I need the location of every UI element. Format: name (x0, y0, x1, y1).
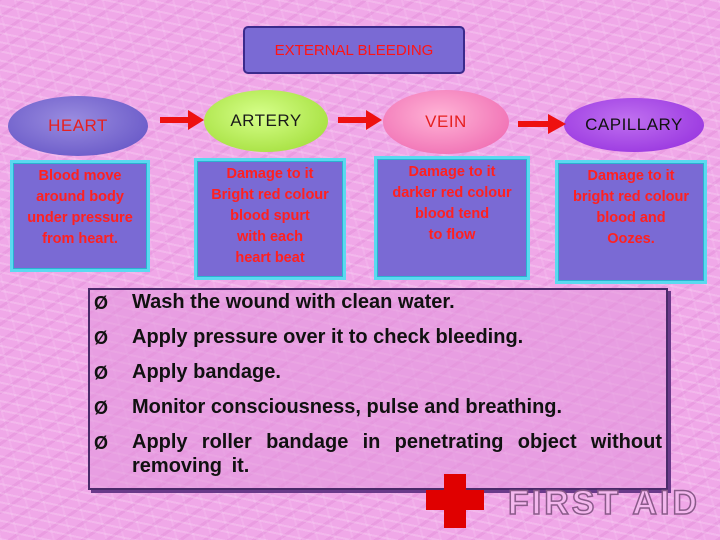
step-text: Apply pressure over it to check bleeding… (132, 326, 524, 348)
list-item: Ø Apply roller bandage in penetrating ob… (0, 430, 700, 478)
description-artery: Damage to it Bright red colour blood spu… (194, 158, 346, 280)
description-capillary: Damage to it bright red colour blood and… (555, 160, 707, 284)
bullet-arrow-icon: Ø (94, 398, 109, 418)
step-text: Apply bandage. (132, 361, 281, 383)
step-text: Wash the wound with clean water. (132, 291, 455, 313)
bullet-arrow-icon: Ø (94, 433, 109, 453)
description-heart: Blood move around body under pressure fr… (10, 160, 150, 272)
list-item: Ø Apply bandage. (0, 360, 700, 385)
page-title: EXTERNAL BLEEDING (274, 41, 434, 59)
arrow-heart-to-artery-icon (160, 110, 204, 130)
steps-panel (88, 288, 668, 490)
list-item: Ø Apply pressure over it to check bleedi… (0, 325, 700, 350)
red-cross-icon (426, 474, 484, 528)
steps-list: Ø Wash the wound with clean water. Ø App… (0, 290, 700, 488)
node-capillary: CAPILLARY (564, 98, 704, 152)
bullet-arrow-icon: Ø (94, 363, 109, 383)
list-item: Ø Wash the wound with clean water. (0, 290, 700, 315)
arrow-vein-to-capillary-icon (518, 114, 566, 134)
step-text: Monitor consciousness, pulse and breathi… (132, 396, 563, 418)
logo-text: FIRST AID (508, 484, 700, 522)
bullet-arrow-icon: Ø (94, 293, 109, 313)
bullet-arrow-icon: Ø (94, 328, 109, 348)
node-artery-label: ARTERY (230, 111, 302, 130)
description-vein: Damage to it darker red colour blood ten… (374, 156, 530, 280)
title-box: EXTERNAL BLEEDING (243, 26, 465, 74)
list-item: Ø Monitor consciousness, pulse and breat… (0, 395, 700, 420)
node-capillary-label: CAPILLARY (585, 115, 683, 134)
step-text: Apply roller bandage in penetrating obje… (132, 431, 662, 477)
node-vein: VEIN (383, 90, 509, 154)
node-artery: ARTERY (204, 90, 328, 152)
first-aid-logo: FIRST AID (426, 474, 700, 528)
node-heart: HEART (8, 96, 148, 156)
node-heart-label: HEART (48, 116, 108, 135)
node-vein-label: VEIN (425, 112, 467, 131)
arrow-artery-to-vein-icon (338, 110, 382, 130)
